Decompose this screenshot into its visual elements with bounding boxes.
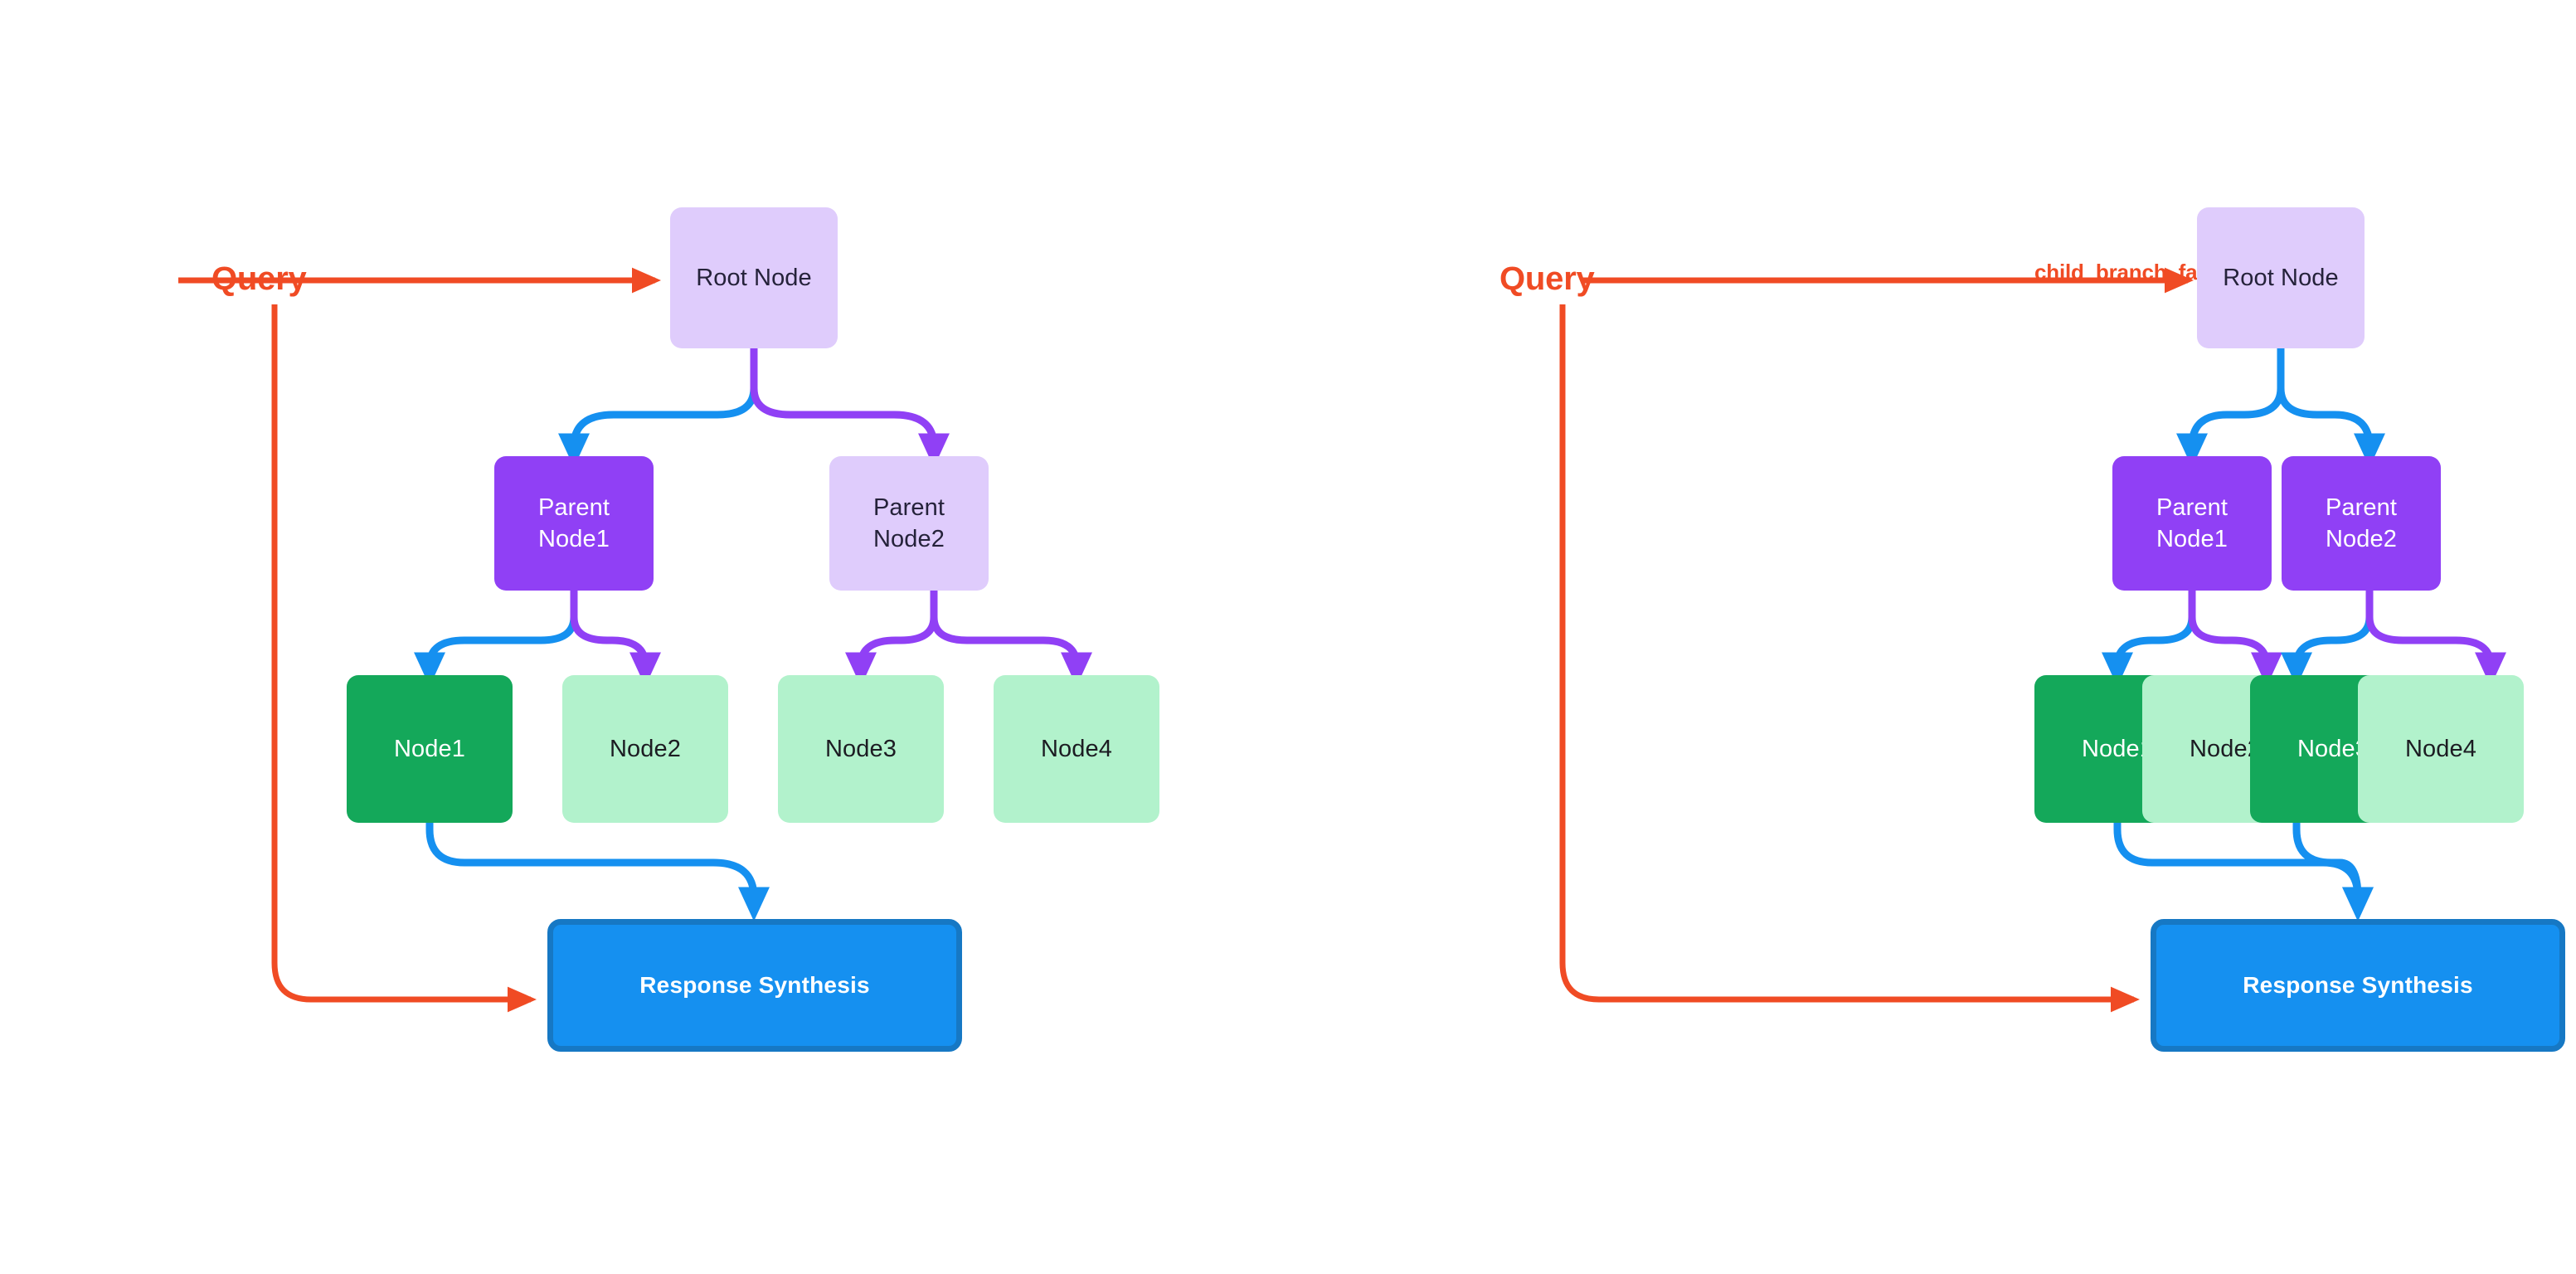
node-leaf-4[interactable]: Node4	[994, 675, 1159, 823]
node-parent-2[interactable]: Parent Node2	[829, 456, 989, 591]
edge-parent2-to-node4	[930, 586, 1093, 687]
edge-layer-right	[1559, 267, 2507, 1013]
edge-node3-to-synthesis	[2292, 819, 2374, 921]
edge-parent2-to-node3	[2280, 586, 2374, 687]
node-leaf-2[interactable]: Node2	[562, 675, 728, 823]
node-root[interactable]: Root Node	[2197, 207, 2365, 348]
edge-node1-to-synthesis	[425, 819, 770, 921]
node-parent-2[interactable]: Parent Node2	[2282, 456, 2441, 591]
panel-child-branch-factor-2: Query child_branch_factor=2 Root Node Pa…	[1288, 0, 2576, 1274]
node-root[interactable]: Root Node	[670, 207, 838, 348]
edge-parent1-to-node1	[413, 586, 578, 687]
query-label: Query	[211, 260, 307, 297]
edge-root-to-parent1	[557, 344, 758, 468]
edge-parent2-to-node4	[2365, 586, 2507, 687]
node-parent-1[interactable]: Parent Node1	[2112, 456, 2272, 591]
edge-layer-left	[178, 267, 1093, 1013]
edge-root-to-parent1	[2175, 344, 2285, 468]
edge-root-to-parent2	[750, 344, 950, 468]
node-leaf-1[interactable]: Node1	[347, 675, 513, 823]
node-response-synthesis[interactable]: Response Synthesis	[2151, 919, 2565, 1052]
node-parent-1[interactable]: Parent Node1	[494, 456, 654, 591]
node-leaf-4[interactable]: Node4	[2358, 675, 2524, 823]
edge-node1-to-synthesis	[2113, 819, 2374, 921]
edge-query-to-synthesis	[1559, 304, 2140, 1013]
query-label: Query	[1499, 260, 1595, 297]
edge-parent1-to-node2	[570, 586, 662, 687]
edge-parent1-to-node2	[2188, 586, 2283, 687]
node-response-synthesis[interactable]: Response Synthesis	[547, 919, 962, 1052]
edge-parent2-to-node3	[844, 586, 938, 687]
panel-default-traversal: Query Root Node Parent Node1 Parent Node…	[178, 207, 1159, 1052]
edge-parent1-to-node1	[2101, 586, 2196, 687]
edge-query-to-synthesis	[271, 304, 537, 1013]
edge-root-to-parent2	[2277, 344, 2386, 468]
node-leaf-3[interactable]: Node3	[778, 675, 944, 823]
